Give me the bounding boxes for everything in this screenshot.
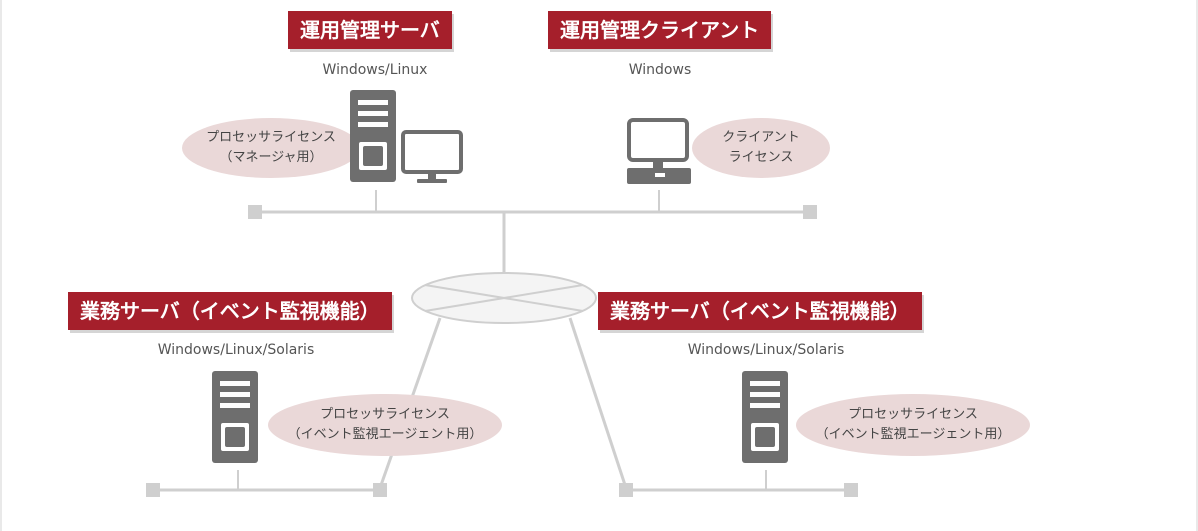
biz-server-right-os-label: Windows/Linux/Solaris	[687, 342, 845, 358]
network-hub-icon	[411, 272, 597, 324]
server-tower-icon	[742, 371, 788, 463]
mgmt-client-title: 運用管理クライアント	[548, 11, 772, 49]
desktop-computer-icon	[627, 118, 691, 184]
license-line-1: プロセッサライセンス	[320, 407, 450, 422]
top-bus-left-terminator	[248, 205, 262, 219]
license-line-1: クライアント	[722, 130, 800, 145]
server-tower-icon	[212, 371, 258, 463]
mgmt-server-os-label: Windows/Linux	[322, 62, 428, 78]
left-bus-right-terminator	[373, 483, 387, 497]
biz-server-left-os-label: Windows/Linux/Solaris	[157, 342, 315, 358]
biz-server-left-title: 業務サーバ（イベント監視機能）	[68, 292, 392, 330]
mgmt-server-title: 運用管理サーバ	[288, 11, 452, 49]
license-line-2: （イベント監視エージェント用）	[287, 427, 483, 442]
monitor-icon	[401, 130, 463, 183]
right-bus-left-terminator	[619, 483, 633, 497]
top-bus-right-terminator	[803, 205, 817, 219]
license-line-1: プロセッサライセンス	[206, 130, 336, 145]
mgmt-client-os-label: Windows	[628, 62, 692, 78]
server-tower-icon	[350, 90, 396, 182]
biz-server-right-license-badge: プロセッサライセンス （イベント監視エージェント用）	[796, 394, 1030, 456]
license-line-2: （マネージャ用）	[219, 150, 323, 165]
mgmt-server-license-badge: プロセッサライセンス （マネージャ用）	[182, 118, 360, 178]
left-bus-left-terminator	[146, 483, 160, 497]
license-line-1: プロセッサライセンス	[848, 407, 978, 422]
biz-server-right-title: 業務サーバ（イベント監視機能）	[598, 292, 922, 330]
right-bus-right-terminator	[844, 483, 858, 497]
license-line-2: （イベント監視エージェント用）	[815, 427, 1011, 442]
mgmt-client-license-badge: クライアント ライセンス	[692, 118, 830, 178]
hub-to-right-bus-line	[568, 317, 628, 489]
biz-server-left-license-badge: プロセッサライセンス （イベント監視エージェント用）	[268, 394, 502, 456]
license-line-2: ライセンス	[728, 150, 794, 165]
